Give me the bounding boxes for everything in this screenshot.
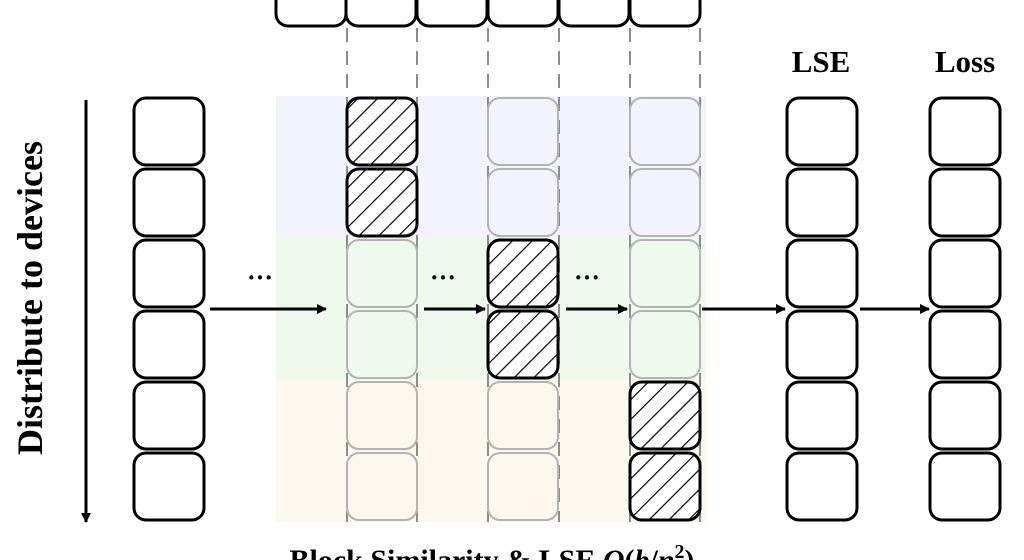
similarity-block-faded <box>346 452 418 521</box>
top-key-blocks <box>274 0 702 28</box>
caption-prefix: Block Similarity & LSE <box>289 544 602 560</box>
similarity-block-faded <box>487 97 559 166</box>
similarity-block-faded <box>346 310 418 379</box>
ellipsis-2: ··· <box>430 263 456 292</box>
similarity-block-faded <box>487 168 559 237</box>
band-device-1 <box>276 96 706 238</box>
query-block <box>132 380 206 451</box>
similarity-block-faded <box>629 310 701 379</box>
caption-math-o: O <box>603 544 625 560</box>
block-similarity-columns <box>345 96 702 522</box>
key-block <box>274 0 348 28</box>
query-block <box>132 451 206 522</box>
caption-math-n: n <box>658 544 675 560</box>
caption-math-exp: 2 <box>675 541 685 560</box>
caption-math-slash: / <box>649 544 659 560</box>
lse-block-column <box>785 96 859 522</box>
lse-block <box>785 238 859 309</box>
lse-block <box>785 167 859 238</box>
similarity-block-faded <box>629 239 701 308</box>
caption-math-b: b <box>635 544 650 560</box>
loss-block <box>928 451 1002 522</box>
query-block <box>132 167 206 238</box>
similarity-block-active <box>486 238 560 309</box>
lse-header: LSE <box>792 44 851 79</box>
distribute-label: Distribute to devices <box>10 141 50 455</box>
similarity-block-faded <box>487 452 559 521</box>
key-block <box>486 0 560 28</box>
similarity-block-active <box>486 309 560 380</box>
key-block <box>415 0 489 28</box>
key-block <box>344 0 418 28</box>
loss-header: Loss <box>935 44 995 79</box>
caption-math-open: ( <box>625 544 635 560</box>
loss-block <box>928 309 1002 380</box>
lse-block <box>785 96 859 167</box>
loss-block <box>928 96 1002 167</box>
key-block <box>557 0 631 28</box>
similarity-block-active <box>628 451 702 522</box>
query-block <box>132 309 206 380</box>
lse-block <box>785 451 859 522</box>
lse-block <box>785 309 859 380</box>
loss-block-column <box>928 96 1002 522</box>
similarity-block-faded <box>346 239 418 308</box>
ellipsis-3: ··· <box>574 263 600 292</box>
caption-math-close: ) <box>685 544 695 560</box>
query-block <box>132 96 206 167</box>
lse-block <box>785 380 859 451</box>
similarity-block-faded <box>346 381 418 450</box>
similarity-block-faded <box>629 168 701 237</box>
similarity-block-active <box>345 167 419 238</box>
ellipsis-1: ··· <box>247 263 273 292</box>
query-block <box>132 238 206 309</box>
similarity-block-faded <box>487 381 559 450</box>
query-block-column <box>132 96 206 522</box>
similarity-block-active <box>345 96 419 167</box>
loss-block <box>928 167 1002 238</box>
similarity-block-active <box>628 380 702 451</box>
loss-block <box>928 238 1002 309</box>
loss-block <box>928 380 1002 451</box>
caption: Block Similarity & LSE O(b/n2) <box>289 541 694 560</box>
key-block <box>628 0 702 28</box>
similarity-block-faded <box>629 97 701 166</box>
